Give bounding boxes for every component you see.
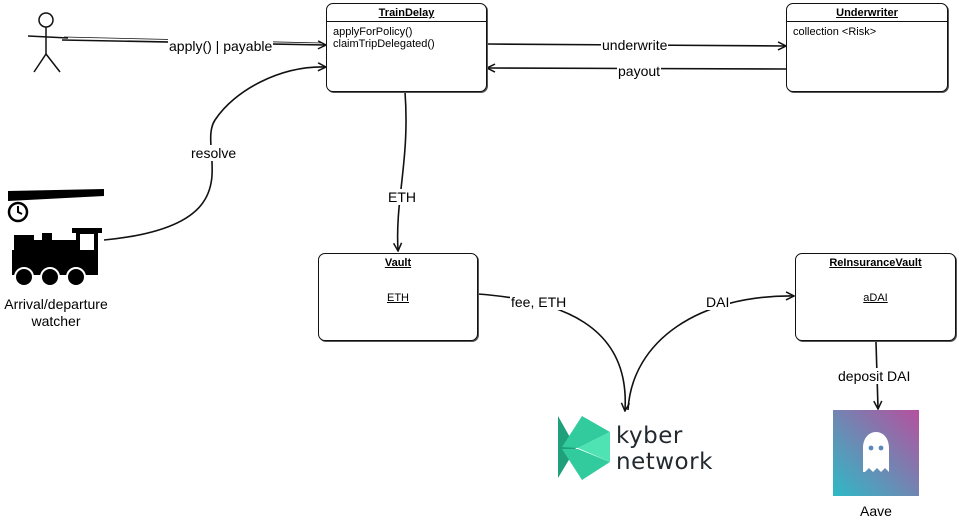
method-item: claimTripDelegated() [333, 38, 435, 50]
node-reinsurance-vault[interactable]: ReInsuranceVault aDAI [795, 253, 956, 341]
edge-label-payout: payout [617, 63, 662, 79]
method-item: applyForPolicy() [333, 26, 413, 38]
kyber-logo-line-1: kyber [616, 423, 683, 449]
node-body: ETH [387, 292, 409, 304]
node-body: aDAI [863, 292, 888, 304]
watcher-caption: Arrival/departure watcher [0, 296, 112, 330]
edge-label-apply: apply() | payable [168, 38, 274, 54]
edge-label-underwrite: underwrite [601, 37, 669, 53]
edge-label-fee-eth: fee, ETH [510, 294, 568, 310]
node-title: TrainDelay [378, 7, 435, 19]
watcher-caption-line-2: watcher [31, 313, 81, 329]
edge-eth [398, 91, 407, 250]
aave-logo-icon [833, 410, 919, 496]
node-underwriter[interactable]: Underwriter collection <Risk> [786, 3, 948, 92]
edge-fee-eth [477, 293, 625, 410]
node-title: Underwriter [836, 7, 898, 19]
node-title: Vault [384, 257, 412, 269]
edge-resolve [103, 67, 325, 241]
kyber-logo-icon [558, 416, 610, 480]
kyber-logo-line-2: network [616, 449, 713, 475]
edge-dai [627, 296, 793, 411]
stick-figure-icon [27, 12, 69, 73]
node-methods: applyForPolicy() claimTripDelegated() [327, 22, 486, 54]
edge-label-resolve: resolve [190, 145, 238, 161]
edge-label-eth: ETH [387, 189, 417, 205]
node-separator [327, 21, 486, 22]
aave-caption: Aave [860, 503, 892, 519]
node-separator [787, 21, 947, 22]
node-train-delay[interactable]: TrainDelay applyForPolicy() claimTripDel… [326, 3, 487, 92]
node-body: collection <Risk> [793, 26, 877, 38]
node-vault[interactable]: Vault ETH [318, 253, 478, 341]
watcher-caption-line-1: Arrival/departure [4, 296, 108, 312]
edge-label-dai: DAI [705, 294, 731, 310]
node-title: ReInsuranceVault [829, 257, 922, 269]
train-icon [7, 189, 104, 287]
edge-label-deposit-dai: deposit DAI [837, 368, 912, 384]
